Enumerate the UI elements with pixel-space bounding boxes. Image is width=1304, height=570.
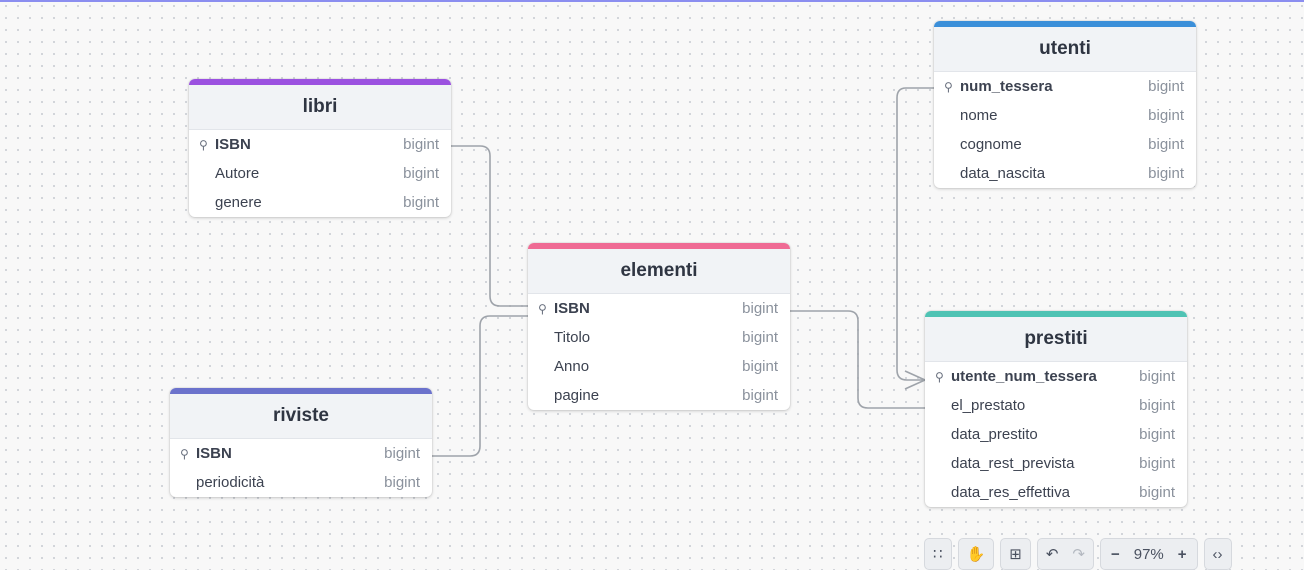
column-name: Anno	[554, 358, 590, 375]
column-row[interactable]: el_prestato bigint	[925, 391, 1187, 420]
column-row[interactable]: Anno bigint	[528, 352, 790, 381]
column-type: bigint	[1139, 484, 1175, 501]
column-row[interactable]: nome bigint	[934, 101, 1196, 130]
column-type: bigint	[1139, 397, 1175, 414]
column-row[interactable]: data_rest_prevista bigint	[925, 449, 1187, 478]
column-type: bigint	[1148, 107, 1184, 124]
column-row[interactable]: periodicità bigint	[170, 468, 432, 497]
column-row[interactable]: ⚲ num_tessera bigint	[934, 72, 1196, 101]
hand-icon: ✋	[966, 546, 986, 563]
table-title[interactable]: elementi	[528, 249, 790, 294]
code-button[interactable]: ‹›	[1203, 538, 1232, 570]
column-type: bigint	[403, 136, 439, 153]
zoom-group: − 97% +	[1099, 538, 1198, 570]
column-name: data_nascita	[960, 165, 1046, 182]
table-title[interactable]: riviste	[170, 394, 432, 439]
column-name: ISBN	[554, 300, 590, 317]
table-utenti[interactable]: utenti ⚲ num_tessera bigint nome bigint …	[934, 21, 1196, 188]
column-name: cognome	[960, 136, 1022, 153]
column-type: bigint	[403, 194, 439, 211]
column-name: data_res_effettiva	[951, 484, 1070, 501]
pan-button[interactable]: ✋	[957, 538, 995, 570]
column-type: bigint	[1139, 455, 1175, 472]
table-title[interactable]: libri	[189, 85, 451, 130]
table-color-bar	[925, 311, 1187, 317]
table-riviste[interactable]: riviste ⚲ ISBN bigint periodicità bigint	[170, 388, 432, 497]
column-name: data_prestito	[951, 426, 1038, 443]
column-type: bigint	[742, 329, 778, 346]
key-icon: ⚲	[538, 301, 547, 316]
canvas-toolbar: ∷ ✋ ⊞ ↶ ↷ − 97% + ‹›	[924, 538, 1232, 570]
zoom-in-icon[interactable]: +	[1177, 545, 1187, 563]
column-name: num_tessera	[960, 78, 1053, 95]
column-name: ISBN	[215, 136, 251, 153]
column-row[interactable]: Titolo bigint	[528, 323, 790, 352]
column-type: bigint	[1139, 368, 1175, 385]
table-prestiti[interactable]: prestiti ⚲ utente_num_tessera bigint el_…	[925, 311, 1187, 507]
column-name: el_prestato	[951, 397, 1026, 414]
key-icon: ⚲	[199, 137, 208, 152]
column-type: bigint	[1148, 78, 1184, 95]
relation-libri-elementi	[451, 145, 528, 307]
table-color-bar	[934, 21, 1196, 27]
zoom-level: 97%	[1133, 545, 1164, 563]
column-name: utente_num_tessera	[951, 368, 1097, 385]
zoom-out-icon[interactable]: −	[1110, 545, 1120, 563]
history-group: ↶ ↷	[1036, 538, 1094, 570]
column-name: periodicità	[196, 474, 265, 491]
column-row[interactable]: genere bigint	[189, 188, 451, 217]
column-row[interactable]: Autore bigint	[189, 159, 451, 188]
layout-icon: ⊞	[1009, 546, 1022, 563]
column-row[interactable]: ⚲ ISBN bigint	[170, 439, 432, 468]
key-icon: ⚲	[935, 369, 944, 384]
column-type: bigint	[1139, 426, 1175, 443]
column-type: bigint	[384, 445, 420, 462]
top-accent-line	[0, 0, 1304, 2]
column-row[interactable]: ⚲ ISBN bigint	[189, 130, 451, 159]
relation-elementi-prestiti	[790, 310, 925, 409]
column-type: bigint	[742, 300, 778, 317]
table-title[interactable]: utenti	[934, 27, 1196, 72]
table-color-bar	[170, 388, 432, 394]
column-type: bigint	[403, 165, 439, 182]
column-row[interactable]: cognome bigint	[934, 130, 1196, 159]
column-name: nome	[960, 107, 998, 124]
column-row[interactable]: data_prestito bigint	[925, 420, 1187, 449]
grid-icon: ∷	[933, 546, 943, 563]
table-color-bar	[189, 79, 451, 85]
key-icon: ⚲	[180, 446, 189, 461]
column-row[interactable]: data_res_effettiva bigint	[925, 478, 1187, 507]
table-color-bar	[528, 243, 790, 249]
key-icon: ⚲	[944, 79, 953, 94]
layout-button[interactable]: ⊞	[1000, 538, 1031, 570]
column-row[interactable]: data_nascita bigint	[934, 159, 1196, 188]
column-type: bigint	[742, 387, 778, 404]
column-type: bigint	[1148, 165, 1184, 182]
table-elementi[interactable]: elementi ⚲ ISBN bigint Titolo bigint Ann…	[528, 243, 790, 410]
column-row[interactable]: pagine bigint	[528, 381, 790, 410]
relation-utenti-prestiti	[896, 87, 934, 381]
column-row[interactable]: ⚲ ISBN bigint	[528, 294, 790, 323]
crowfoot-marker	[904, 370, 926, 390]
table-libri[interactable]: libri ⚲ ISBN bigint Autore bigint genere…	[189, 79, 451, 217]
table-title[interactable]: prestiti	[925, 317, 1187, 362]
undo-icon[interactable]: ↶	[1045, 546, 1059, 563]
column-type: bigint	[384, 474, 420, 491]
column-type: bigint	[742, 358, 778, 375]
column-row[interactable]: ⚲ utente_num_tessera bigint	[925, 362, 1187, 391]
column-name: genere	[215, 194, 262, 211]
column-name: Autore	[215, 165, 260, 182]
relation-riviste-elementi	[432, 315, 528, 457]
column-name: ISBN	[196, 445, 232, 462]
column-name: pagine	[554, 387, 600, 404]
column-name: data_rest_prevista	[951, 455, 1075, 472]
column-type: bigint	[1148, 136, 1184, 153]
redo-icon[interactable]: ↷	[1072, 546, 1085, 563]
grid-button[interactable]: ∷	[924, 538, 952, 570]
column-name: Titolo	[554, 329, 591, 346]
code-icon: ‹›	[1212, 545, 1223, 563]
